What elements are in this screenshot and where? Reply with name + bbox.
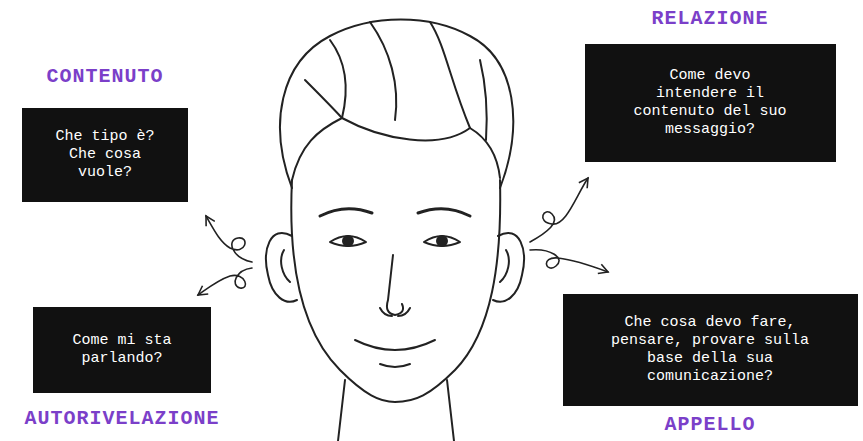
ear-heading: RELAZIONE bbox=[651, 8, 768, 30]
message-ear-node: Come mi sta parlando? AUTORIVELAZIONE bbox=[24, 307, 219, 430]
question-text: Che cosa devo fare, pensare, provare sul… bbox=[603, 314, 818, 386]
question-box: Che cosa devo fare, pensare, provare sul… bbox=[563, 294, 858, 406]
ear-heading: CONTENUTO bbox=[46, 66, 163, 88]
question-text: Come mi sta parlando? bbox=[62, 332, 182, 368]
message-ear-node: CONTENUTO Che tipo è? Che cosa vuole? bbox=[22, 66, 188, 202]
message-ear-node: RELAZIONE Come devo intendere il contenut… bbox=[585, 8, 836, 162]
message-ear-node: Che cosa devo fare, pensare, provare sul… bbox=[563, 294, 858, 436]
question-text: Che tipo è? Che cosa vuole? bbox=[50, 128, 160, 182]
question-box: Come devo intendere il contenuto del suo… bbox=[585, 44, 836, 162]
question-box: Come mi sta parlando? bbox=[33, 307, 211, 393]
ear-heading: APPELLO bbox=[664, 414, 755, 436]
question-box: Che tipo è? Che cosa vuole? bbox=[22, 108, 188, 202]
question-text: Come devo intendere il contenuto del suo… bbox=[629, 67, 791, 139]
ear-heading: AUTORIVELAZIONE bbox=[24, 408, 219, 430]
